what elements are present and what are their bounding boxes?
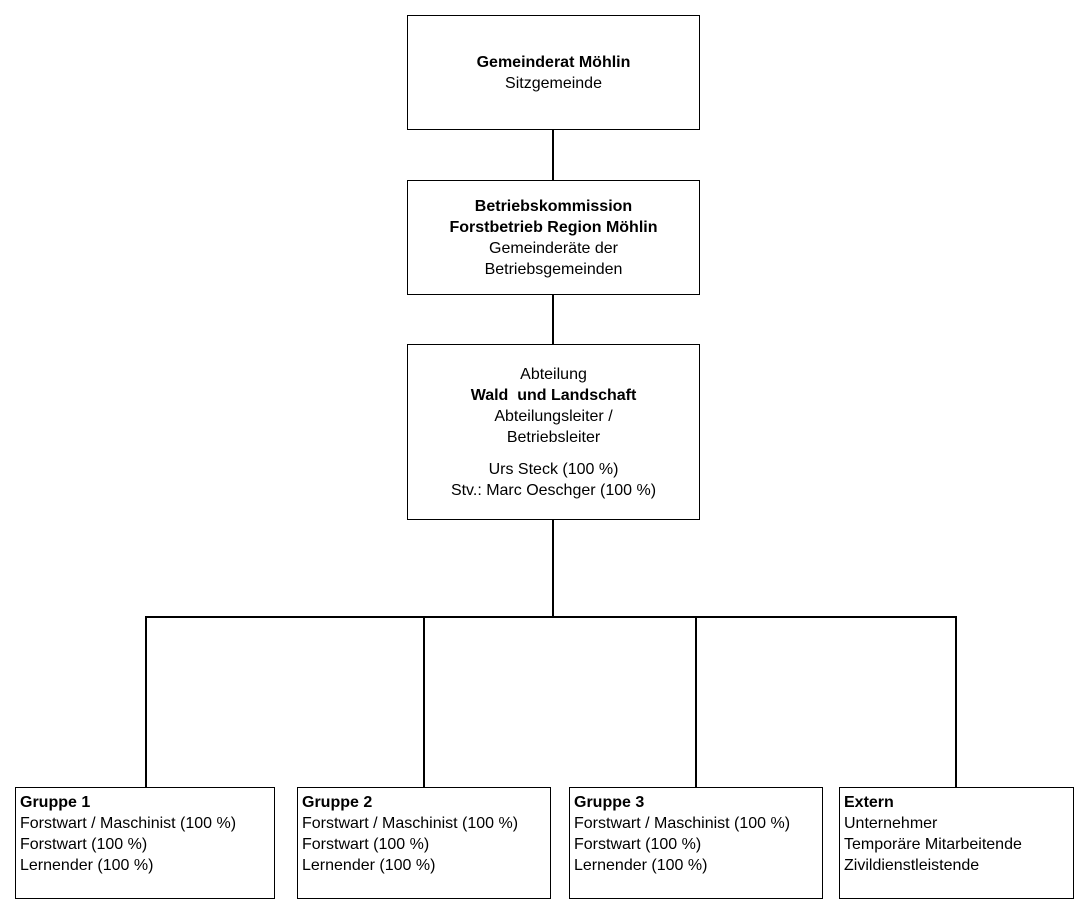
- gruppe-1-box: Gruppe 1 Forstwart / Maschinist (100 %) …: [15, 787, 275, 899]
- extern-box: Extern Unternehmer Temporäre Mitarbeiten…: [839, 787, 1074, 899]
- gemeinderat-title: Gemeinderat Möhlin: [476, 53, 631, 71]
- gruppe-2-line-3: Lernender (100 %): [302, 857, 436, 874]
- gemeinderat-box: Gemeinderat Möhlin Sitzgemeinde: [407, 15, 700, 130]
- gruppe-2-line-2: Forstwart (100 %): [302, 836, 430, 853]
- extern-line-1: Unternehmer: [844, 815, 938, 832]
- connector-gruppe-1: [145, 616, 147, 788]
- connector-gemeinderat-betriebskommission: [552, 129, 554, 180]
- gruppe-3-line-1: Forstwart / Maschinist (100 %): [574, 815, 791, 832]
- abteilung-box: Abteilung Wald und Landschaft Abteilungs…: [407, 344, 700, 520]
- connector-extern: [955, 616, 957, 788]
- connector-horizontal-bar: [145, 616, 957, 618]
- betriebskommission-sub-line1: Gemeinderäte der: [489, 239, 618, 257]
- abteilung-role-line1: Abteilungsleiter /: [494, 407, 613, 425]
- gruppe-1-line-3: Lernender (100 %): [20, 857, 154, 874]
- abteilung-deputy: Stv.: Marc Oeschger (100 %): [450, 481, 657, 499]
- gruppe-3-line-3: Lernender (100 %): [574, 857, 708, 874]
- connector-betriebskommission-abteilung: [552, 294, 554, 344]
- gruppe-3-line-2: Forstwart (100 %): [574, 836, 702, 853]
- gruppe-1-line-2: Forstwart (100 %): [20, 836, 148, 853]
- betriebskommission-title-line1: Betriebskommission: [474, 197, 633, 215]
- betriebskommission-box: Betriebskommission Forstbetrieb Region M…: [407, 180, 700, 295]
- abteilung-role-line2: Betriebsleiter: [506, 428, 601, 446]
- extern-line-3: Zivildienstleistende: [844, 857, 980, 874]
- betriebskommission-title-line2: Forstbetrieb Region Möhlin: [449, 218, 658, 236]
- abteilung-person: Urs Steck (100 %): [488, 460, 619, 478]
- abteilung-label: Abteilung: [520, 365, 587, 383]
- abteilung-title: Wald und Landschaft: [470, 386, 637, 404]
- gruppe-1-line-1: Forstwart / Maschinist (100 %): [20, 815, 237, 832]
- gruppe-2-box: Gruppe 2 Forstwart / Maschinist (100 %) …: [297, 787, 551, 899]
- extern-title: Extern: [844, 794, 894, 811]
- betriebskommission-sub-line2: Betriebsgemeinden: [484, 260, 623, 278]
- gruppe-2-title: Gruppe 2: [302, 794, 373, 811]
- gemeinderat-subtitle: Sitzgemeinde: [505, 74, 602, 92]
- connector-gruppe-3: [695, 616, 697, 788]
- gruppe-1-title: Gruppe 1: [20, 794, 91, 811]
- gruppe-3-title: Gruppe 3: [574, 794, 645, 811]
- connector-gruppe-2: [423, 616, 425, 788]
- gruppe-2-line-1: Forstwart / Maschinist (100 %): [302, 815, 519, 832]
- connector-abteilung-down: [552, 519, 554, 617]
- extern-line-2: Temporäre Mitarbeitende: [844, 836, 1022, 853]
- gruppe-3-box: Gruppe 3 Forstwart / Maschinist (100 %) …: [569, 787, 823, 899]
